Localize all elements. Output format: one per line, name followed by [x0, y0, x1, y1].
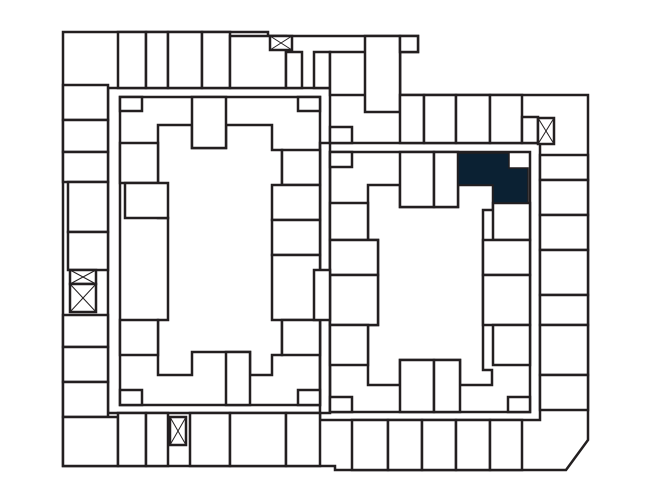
- unit: [398, 34, 420, 54]
- units-inner-left: [118, 95, 322, 407]
- courtyard-left: [156, 123, 284, 377]
- courtyard-right: [366, 183, 495, 387]
- elevator-top: [268, 34, 294, 52]
- units-right: [538, 153, 590, 412]
- unit: [312, 50, 332, 90]
- units-bottom-left: [116, 411, 322, 468]
- units-inner-right: [312, 150, 532, 414]
- elevator-left: [68, 268, 98, 314]
- unit: [363, 34, 402, 114]
- units-left: [61, 83, 120, 468]
- units-bottom-right: [350, 418, 524, 472]
- unit: [116, 30, 148, 90]
- unit: [166, 30, 204, 90]
- unit: [200, 30, 232, 90]
- unit: [284, 50, 304, 90]
- selected-unit[interactable]: [457, 152, 529, 204]
- units-top-right: [328, 93, 556, 146]
- unit: [144, 30, 170, 90]
- units-top-left: [116, 30, 420, 114]
